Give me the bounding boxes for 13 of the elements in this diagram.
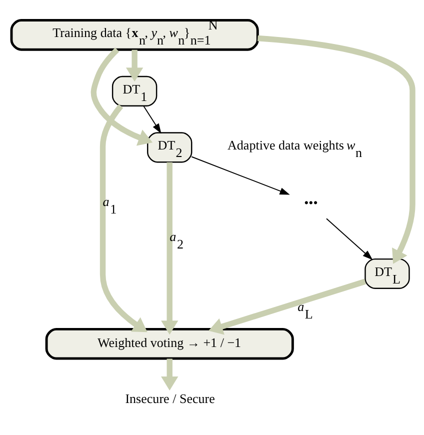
- arrow: [257, 35, 416, 264]
- arrow: [126, 50, 144, 82]
- node-text: Insecure / Secure: [125, 391, 215, 406]
- arrow: [208, 278, 366, 335]
- arrow: [143, 106, 162, 134]
- arrow: [191, 156, 290, 195]
- arrow: [161, 358, 178, 390]
- arrow: [90, 48, 153, 146]
- arrow: [326, 218, 373, 260]
- node-text: •••: [304, 194, 318, 210]
- arrow: [161, 162, 178, 335]
- node-box: Weighted voting → +1 / −1: [45, 328, 294, 360]
- arrow: [100, 104, 148, 332]
